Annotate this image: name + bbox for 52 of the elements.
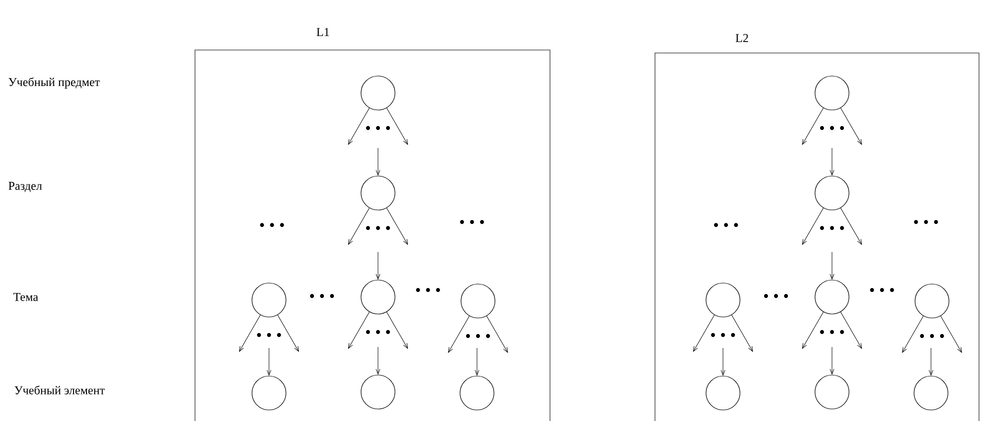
panel-frame: L1 xyxy=(194,28,550,421)
circle-node xyxy=(360,280,396,314)
circle-node xyxy=(252,282,286,318)
circle-node xyxy=(814,374,850,410)
arrow xyxy=(386,108,408,145)
circle-node xyxy=(706,282,740,318)
arrow xyxy=(277,314,299,352)
level-label: Тема xyxy=(13,293,38,301)
circle-node xyxy=(360,176,396,210)
panel-frame: L2 xyxy=(654,34,980,421)
arrow xyxy=(376,346,380,374)
level-label: Учебный элемент xyxy=(14,386,105,394)
circle-node xyxy=(706,376,740,410)
circle-node xyxy=(814,280,850,314)
circle-node xyxy=(814,76,850,110)
arrow xyxy=(239,314,261,352)
arrow xyxy=(348,208,370,245)
arrow xyxy=(376,252,380,280)
arrow xyxy=(376,148,380,176)
arrow xyxy=(448,316,470,353)
circle-node xyxy=(814,176,850,210)
circle-node xyxy=(460,376,494,410)
level-label: Учебный предмет xyxy=(8,77,100,89)
arrow xyxy=(940,316,962,353)
arrow xyxy=(830,148,834,176)
arrow xyxy=(731,314,753,352)
arrow xyxy=(802,108,824,145)
arrow xyxy=(802,312,824,349)
arrow xyxy=(386,312,408,349)
circle-node xyxy=(360,374,396,410)
arrow xyxy=(386,208,408,245)
circle-node xyxy=(252,376,286,410)
arrow xyxy=(266,348,272,376)
arrow xyxy=(830,252,834,280)
level-label: Раздел xyxy=(8,182,42,192)
arrow xyxy=(840,312,862,349)
arrow xyxy=(840,108,862,145)
circle-node xyxy=(360,76,396,110)
arrow xyxy=(830,346,834,374)
arrow xyxy=(486,316,508,353)
arrow xyxy=(693,314,715,352)
arrow xyxy=(474,348,480,376)
arrow xyxy=(802,208,824,245)
arrow xyxy=(928,348,934,376)
arrow xyxy=(902,316,924,353)
arrow xyxy=(348,312,370,349)
arrow xyxy=(720,348,726,376)
circle-node xyxy=(914,376,948,410)
circle-node xyxy=(914,284,950,318)
arrow xyxy=(840,208,862,245)
arrow xyxy=(348,108,370,145)
circle-node xyxy=(460,284,496,318)
